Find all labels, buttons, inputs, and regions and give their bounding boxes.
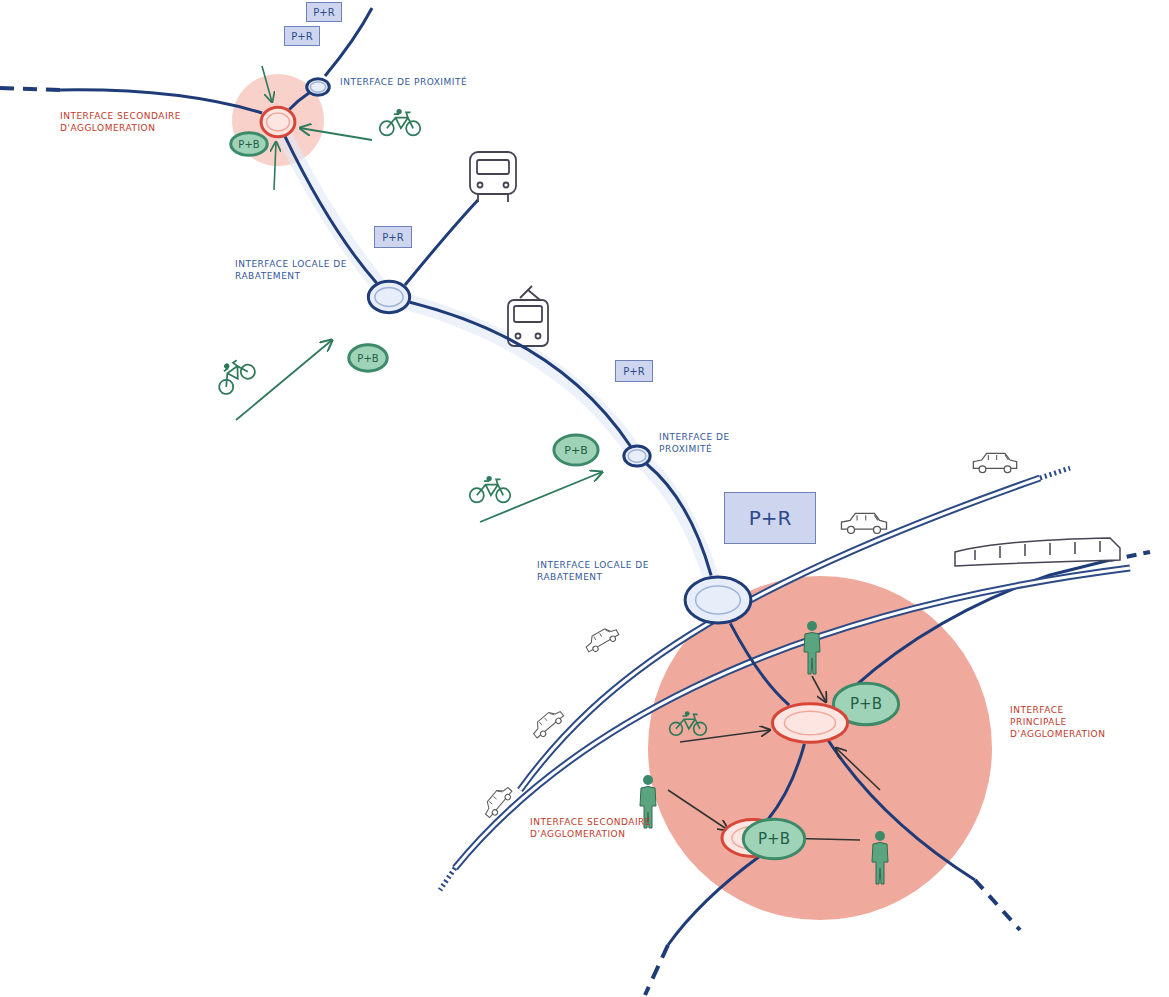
local-interface: INTERFACE LOCALE DE RABATEMENT <box>683 575 753 625</box>
badge-text: P+B <box>238 139 259 150</box>
interface-label: INTERFACE DE PROXIMITÉ <box>340 76 540 88</box>
park-ride-badge: P+R <box>306 2 342 22</box>
interface-ellipse <box>683 575 753 625</box>
badge-text: P+R <box>291 31 312 42</box>
interface-ellipse <box>770 702 850 744</box>
interface-label: INTERFACE LOCALE DE RABATEMENT <box>537 559 667 583</box>
badge-text: P+B <box>564 444 587 457</box>
local-interface: INTERFACE DE PROXIMITÉ <box>306 78 330 96</box>
interface-label: INTERFACE PRINCIPALE D'AGGLOMERATION <box>1010 704 1122 740</box>
interface-ellipse <box>367 280 411 314</box>
park-ride-badge: P+R <box>284 26 320 46</box>
agglomeration-interface: INTERFACE SECONDAIRE D'AGGLOMERATION <box>260 106 296 138</box>
badge-text: P+B <box>357 353 378 364</box>
park-ride-badge: P+R <box>374 226 412 248</box>
badge-text: P+R <box>749 506 792 530</box>
park-bike-badge: P+B <box>742 818 806 860</box>
transit-line <box>730 623 789 705</box>
park-ride-badge: P+R <box>724 492 816 544</box>
park-bike-badge: P+B <box>230 132 268 156</box>
agglomeration-interface: INTERFACE PRINCIPALE D'AGGLOMERATION <box>770 702 850 744</box>
transit-line <box>289 93 309 110</box>
interface-label: INTERFACE SECONDAIRE D'AGGLOMERATION <box>530 816 655 840</box>
interface-ellipse <box>623 445 651 467</box>
badge-text: P+R <box>623 366 644 377</box>
badge-text: P+B <box>758 830 790 848</box>
transit-line <box>410 302 631 446</box>
interface-label: INTERFACE LOCALE DE RABATEMENT <box>235 258 363 282</box>
interface-label: INTERFACE SECONDAIRE D'AGGLOMERATION <box>60 110 185 134</box>
badge-text: P+B <box>850 695 882 713</box>
local-interface: INTERFACE DE PROXIMITÉ <box>623 445 651 467</box>
park-bike-badge: P+B <box>553 434 599 466</box>
interface-ellipse <box>260 106 296 138</box>
interface-label: INTERFACE DE PROXIMITÉ <box>659 431 769 455</box>
park-ride-badge: P+R <box>615 360 653 382</box>
badge-text: P+R <box>382 232 403 243</box>
transit-line <box>768 744 805 820</box>
local-interface: INTERFACE LOCALE DE RABATEMENT <box>367 280 411 314</box>
park-bike-badge: P+B <box>348 344 388 372</box>
transit-line <box>647 464 712 575</box>
interface-ellipse <box>306 78 330 96</box>
badge-text: P+R <box>313 7 334 18</box>
